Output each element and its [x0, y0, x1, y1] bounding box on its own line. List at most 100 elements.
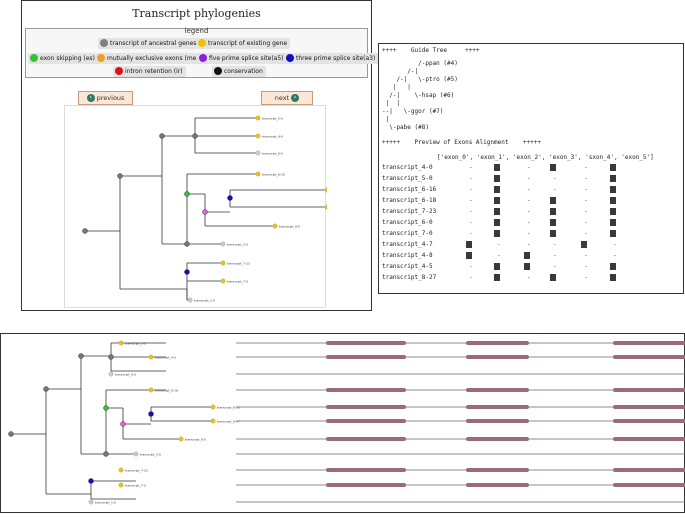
exon-absent-mark: -	[553, 241, 557, 248]
tree-node	[227, 195, 233, 201]
ancestral-dot-icon	[100, 39, 108, 47]
exon-present-block	[550, 274, 556, 281]
exon-absent-mark: -	[469, 274, 473, 281]
alignment-tree: transcript_5-0transcript_4-0transcript_6…	[8, 340, 685, 505]
exon-absent-mark: -	[584, 186, 588, 193]
leaf-label: transcript_2-0	[227, 243, 248, 247]
exon-absent-mark: -	[527, 164, 531, 171]
leaf-label: transcript_6-16	[262, 173, 285, 177]
exon-bar	[466, 468, 529, 472]
exon-absent-mark: -	[469, 175, 473, 182]
phylogeny-tree: transcript_5-0transcript_4-0transcript_6…	[82, 115, 354, 303]
exon-absent-mark: -	[469, 186, 473, 193]
conservation-dot-icon	[214, 67, 222, 75]
exon-present-block	[494, 175, 500, 182]
exon-bar	[466, 355, 529, 359]
leaf-node	[118, 467, 124, 473]
guide-tree-line: | |	[382, 100, 401, 107]
guide-tree-line: /-|	[382, 68, 419, 75]
previous-button[interactable]: ‹ previous	[78, 91, 133, 105]
leaf-node	[220, 260, 226, 266]
legend-item-ir: intron retention (ir)	[113, 66, 186, 77]
guide-tree-line: /-| \-hsap (#6)	[382, 92, 455, 99]
a3-dot-icon	[286, 54, 294, 62]
exon-bar	[613, 341, 685, 345]
exon-absent-mark: -	[553, 252, 557, 259]
exon-present-block	[610, 230, 616, 237]
exon-bar	[613, 388, 685, 392]
exon-absent-mark: -	[527, 230, 531, 237]
leaf-node	[272, 223, 278, 229]
exon-present-block	[610, 263, 616, 270]
leaf-label: transcript_6-0	[262, 152, 283, 156]
leaf-node	[88, 499, 94, 505]
exon-absent-mark: -	[469, 230, 473, 237]
a5-dot-icon	[199, 54, 207, 62]
exon-bar	[466, 437, 529, 441]
exon-present-block	[581, 241, 587, 248]
exon-row-label: transcript_5-0	[382, 175, 433, 182]
leaf-node	[255, 133, 261, 139]
guide-tree-line: /-| \-ptro (#5)	[382, 76, 458, 83]
exon-bar	[613, 405, 685, 409]
tree-node	[184, 269, 190, 275]
legend: legend transcript of ancestral genes tra…	[25, 27, 379, 78]
exon-bar	[466, 483, 529, 487]
tree-node	[103, 451, 109, 457]
tree-node	[88, 478, 94, 484]
exon-absent-mark: -	[584, 252, 588, 259]
exon-absent-mark: -	[469, 197, 473, 204]
exon-absent-mark: -	[527, 175, 531, 182]
leaf-node	[148, 354, 154, 360]
exon-row-label: transcript_4-5	[382, 263, 433, 270]
exon-present-block	[610, 219, 616, 226]
guide-tree-line: --| \-ggor (#7)	[382, 108, 444, 115]
legend-item-existing: transcript of existing gene	[196, 38, 291, 49]
exon-row-label: transcript_8-27	[382, 274, 437, 281]
ir-dot-icon	[115, 67, 123, 75]
panel-title: Transcript phylogenies	[132, 7, 261, 20]
next-button[interactable]: next ›	[261, 91, 313, 105]
exon-bar	[326, 419, 406, 423]
exon-present-block	[610, 197, 616, 204]
tree-node	[120, 421, 126, 427]
exon-row-label: transcript_6-16	[382, 186, 437, 193]
tree-node	[8, 431, 14, 437]
arrow-right-icon: ›	[291, 94, 300, 102]
exon-absent-mark: -	[469, 164, 473, 171]
exon-present-block	[610, 208, 616, 215]
exon-bar	[326, 341, 406, 345]
legend-item-conservation: conservation	[212, 66, 266, 77]
leaf-node	[255, 150, 261, 156]
leaf-label: transcript_7-23	[227, 262, 250, 266]
exon-row-label: transcript_7-0	[382, 230, 433, 237]
leaf-node	[210, 418, 216, 424]
exon-absent-mark: -	[584, 274, 588, 281]
exon-absent-mark: -	[584, 164, 588, 171]
tree-node	[43, 386, 49, 392]
exon-bar	[466, 405, 529, 409]
leaf-node	[118, 482, 124, 488]
exon-absent-mark: -	[469, 219, 473, 226]
tree-node	[192, 133, 198, 139]
tree-node	[184, 191, 190, 197]
arrow-left-icon: ‹	[86, 94, 95, 102]
leaf-label: transcript_8-0	[279, 225, 300, 229]
guide-tree-line: |	[382, 116, 390, 123]
exon-absent-mark: -	[613, 252, 617, 259]
leaf-label: transcript_7-0	[125, 484, 146, 488]
leaf-label: transcript_2-0	[140, 453, 161, 457]
exon-absent-mark: -	[497, 241, 501, 248]
exon-present-block	[610, 274, 616, 281]
exon-bar	[326, 468, 406, 472]
exon-present-block	[550, 219, 556, 226]
exon-bar	[326, 355, 406, 359]
leaf-label: transcript_6-0	[115, 373, 136, 377]
guide-tree-line: \-pabe (#8)	[382, 124, 429, 131]
exon-absent-mark: -	[553, 263, 557, 270]
tree-node	[184, 241, 190, 247]
leaf-label: transcript_7-0	[227, 280, 248, 284]
exon-bar	[613, 355, 685, 359]
exon-row-label: transcript_6-0	[382, 219, 433, 226]
